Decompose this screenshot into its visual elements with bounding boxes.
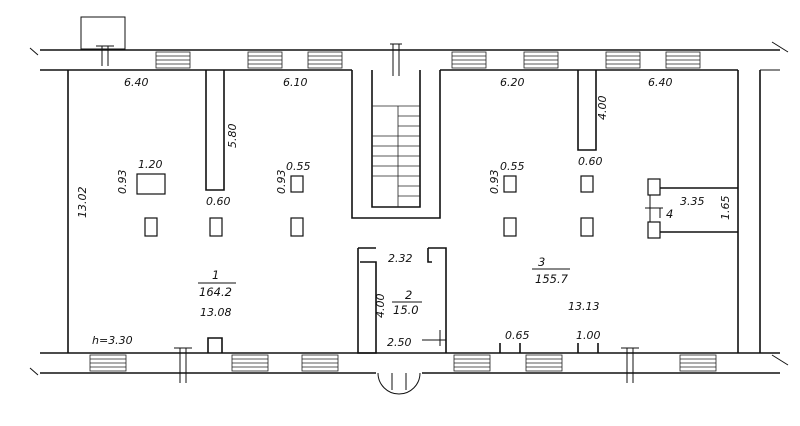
dim-gap-left: 0.60 — [206, 195, 231, 208]
exterior-walls — [29, 41, 789, 376]
dim-col-c-size: 0.55 — [500, 160, 525, 173]
windows-top — [155, 51, 701, 69]
column — [144, 217, 158, 237]
dim-col-a-size: 1.20 — [138, 158, 163, 171]
dim-room4-width: 3.35 — [680, 195, 705, 208]
column — [503, 217, 517, 237]
column — [503, 175, 517, 193]
room-3-area: 155.7 — [535, 272, 569, 286]
dim-corridor-depth: 4.00 — [374, 294, 387, 319]
dim-col-a-side: 0.93 — [116, 170, 129, 195]
dim-partition-right-len: 4.00 — [596, 96, 609, 121]
room-4-number: 4 — [666, 207, 673, 221]
partitions — [205, 70, 738, 354]
vent-box — [80, 16, 126, 66]
dim-r1b-width-top: 6.10 — [283, 76, 308, 89]
room-2-number: 2 — [405, 288, 412, 302]
column — [580, 217, 594, 237]
column — [136, 173, 166, 195]
dim-corridor-width: 2.50 — [387, 336, 412, 349]
dim-r1-length: 13.08 — [200, 306, 232, 319]
dim-ceiling-height: h=3.30 — [92, 334, 133, 347]
dim-gap-bottom-b: 1.00 — [576, 329, 601, 342]
room-1-number: 1 — [212, 268, 219, 282]
columns — [136, 173, 594, 237]
room-3-number: 3 — [538, 255, 545, 269]
dim-partition-left-len: 5.80 — [226, 124, 239, 149]
entrance-porch — [377, 372, 421, 395]
column — [580, 175, 594, 193]
dim-r1-width-top: 6.40 — [124, 76, 149, 89]
room-1-area: 164.2 — [199, 285, 232, 299]
dim-r3-length: 13.13 — [568, 300, 600, 313]
stairs — [372, 43, 420, 207]
windows-bottom — [89, 347, 717, 383]
dim-col-b-side: 0.93 — [275, 170, 288, 195]
dim-r3b-width-top: 6.40 — [648, 76, 673, 89]
dim-gap-bottom-a: 0.65 — [505, 329, 530, 342]
dim-col-c-side: 0.93 — [488, 170, 501, 195]
room-2-area: 15.0 — [393, 303, 419, 317]
column — [290, 175, 304, 193]
column — [290, 217, 304, 237]
dim-room4-depth: 1.65 — [719, 196, 732, 221]
dim-r3-width-top: 6.20 — [500, 76, 525, 89]
dim-col-b-size: 0.55 — [286, 160, 311, 173]
dim-stair-width: 2.32 — [388, 252, 413, 265]
column — [209, 217, 223, 237]
room-labels: 1 164.2 2 15.0 3 155.7 4 — [198, 207, 673, 317]
dim-gap-right: 0.60 — [578, 155, 603, 168]
dimension-labels: 6.40 6.10 6.20 6.40 13.02 5.80 4.00 1.20… — [76, 76, 732, 349]
dim-left-depth: 13.02 — [76, 187, 89, 219]
